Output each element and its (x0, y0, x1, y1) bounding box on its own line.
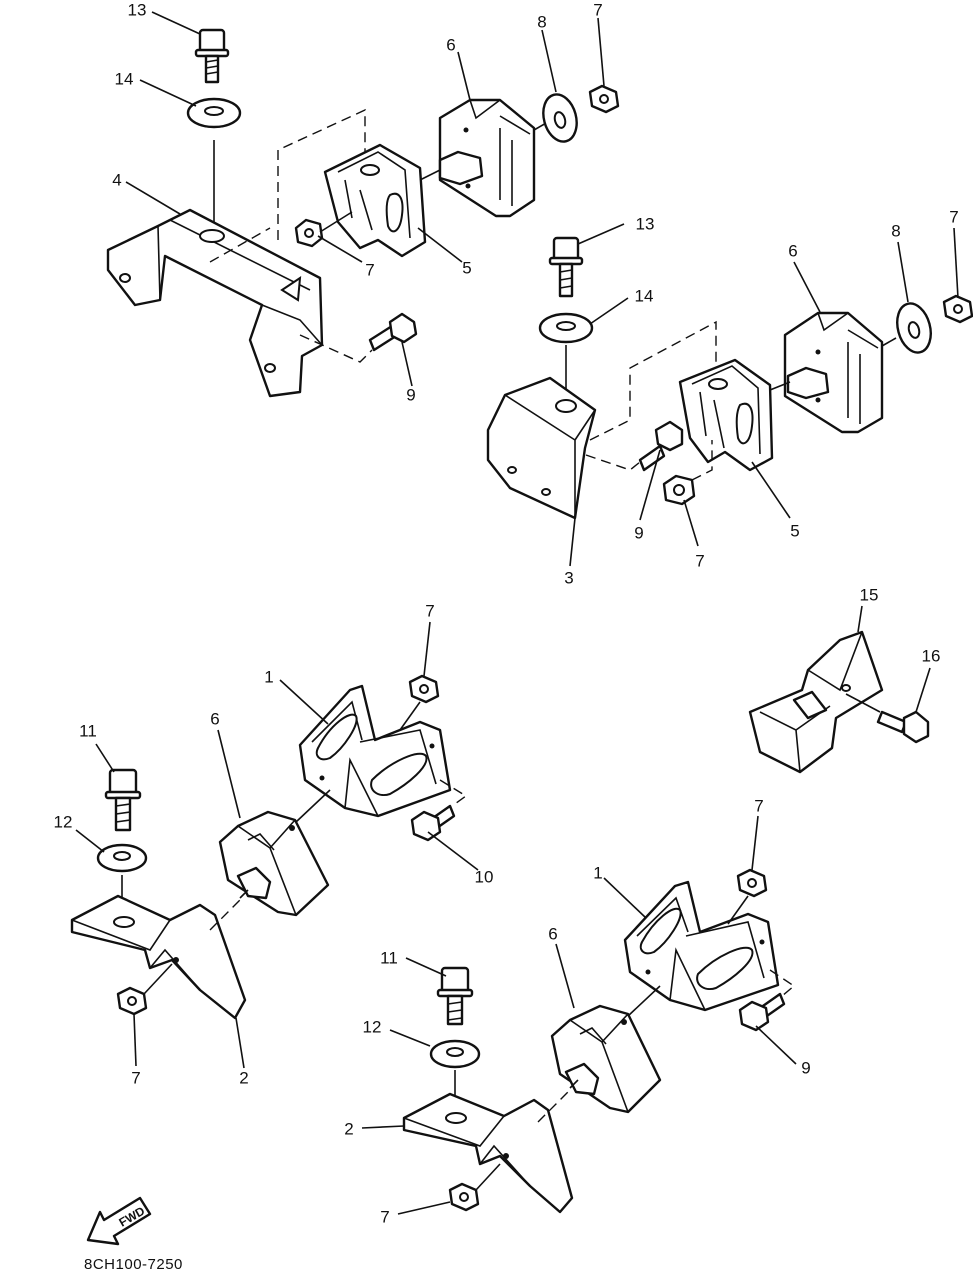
assembly-line (239, 889, 249, 899)
assembly-line (295, 789, 331, 823)
damper-holder-5-top-left (323, 143, 427, 258)
callout-8: 8 (537, 12, 547, 32)
callout-9: 9 (801, 1058, 811, 1078)
callout-9: 9 (634, 523, 644, 543)
assembly-line (419, 169, 441, 181)
dashed-guide (589, 320, 717, 441)
callout-7: 7 (754, 796, 764, 816)
nut-7-top-right-outer (942, 294, 973, 324)
callout-3: 3 (564, 568, 574, 588)
rubber-damper-6-lower-right (550, 1004, 662, 1114)
bracket-2-lower-left (70, 894, 247, 1020)
callout-7: 7 (695, 551, 705, 571)
assembly-line (143, 963, 173, 995)
dashed-guide (209, 108, 366, 263)
callout-7: 7 (425, 601, 435, 621)
nut-7-lower-right-bottom (448, 1182, 480, 1212)
callout-11: 11 (79, 721, 97, 741)
rubber-damper-6-lower-left (218, 810, 330, 917)
callout-9: 9 (406, 385, 416, 405)
bolt-11-lower-left (104, 768, 142, 832)
bracket-3 (486, 376, 597, 520)
bolt-11-lower-right (436, 966, 474, 1026)
damper-holder-1-lower-right (623, 880, 780, 1012)
bracket-2-lower-right (402, 1092, 574, 1214)
washer-12-lower-left (96, 843, 148, 873)
callout-5: 5 (462, 258, 472, 278)
nut-7-top-right-inner (662, 474, 696, 506)
bolt-13-top-left (194, 28, 230, 84)
callout-10: 10 (474, 867, 494, 887)
bolt-10 (410, 804, 456, 842)
callout-6: 6 (446, 35, 456, 55)
callout-2: 2 (239, 1068, 249, 1088)
callout-15: 15 (859, 585, 879, 605)
assembly-line (769, 381, 791, 391)
callout-7: 7 (131, 1068, 141, 1088)
callout-1: 1 (264, 667, 274, 687)
damper-holder-5-top-right (678, 358, 774, 472)
callout-12: 12 (53, 812, 73, 832)
washer-12-lower-right (429, 1039, 481, 1069)
assembly-line (881, 337, 897, 347)
assembly-line (319, 211, 353, 233)
bolt-9-top-left (368, 312, 418, 352)
fwd-arrow-icon: FWD (86, 1196, 152, 1246)
bolt-16 (876, 710, 930, 744)
damper-holder-1-lower-left (298, 684, 452, 818)
callout-7: 7 (593, 0, 603, 20)
assembly-line (399, 701, 421, 731)
callout-7: 7 (365, 260, 375, 280)
callout-4: 4 (112, 170, 122, 190)
assembly-line (845, 693, 881, 713)
nut-7-lower-left-top (408, 674, 440, 704)
washer-14-top-right (538, 312, 594, 344)
bolt-13-top-right (548, 236, 584, 298)
bracket-4 (106, 208, 324, 398)
assembly-line (627, 985, 661, 1017)
callout-12: 12 (362, 1017, 382, 1037)
dashed-guide (769, 969, 796, 997)
callout-14: 14 (114, 69, 134, 89)
callout-7: 7 (949, 207, 959, 227)
callout-6: 6 (548, 924, 558, 944)
dashed-guide (585, 454, 641, 471)
bolt-9-top-right (638, 420, 684, 472)
dashed-guide (691, 440, 713, 481)
rubber-damper-6-top-left (438, 98, 536, 218)
diagram-reference-code: 8CH100-7250 (84, 1256, 183, 1272)
callout-2: 2 (344, 1119, 354, 1139)
leader-lines (75, 11, 959, 1215)
assembly-line (727, 895, 749, 925)
callout-6: 6 (788, 241, 798, 261)
damper-assembly-15 (748, 630, 884, 774)
assembly-line (569, 1079, 579, 1089)
washer-14-top-left (186, 97, 242, 129)
callout-8: 8 (891, 221, 901, 241)
callout-1: 1 (593, 863, 603, 883)
callout-11: 11 (380, 948, 398, 968)
nut-7-top-left-inner (294, 218, 324, 248)
dashed-guide (299, 334, 373, 363)
washer-8-top-right (896, 302, 932, 354)
nut-7-lower-right-top (736, 868, 768, 898)
callout-7: 7 (380, 1207, 390, 1227)
callout-6: 6 (210, 709, 220, 729)
callout-13: 13 (127, 0, 147, 20)
callout-14: 14 (634, 286, 654, 306)
rubber-damper-6-top-right (783, 311, 884, 434)
nut-7-lower-left-bottom (116, 986, 148, 1016)
bolt-9-lower-right (738, 992, 786, 1032)
washer-8-top-left (542, 93, 578, 143)
callout-5: 5 (790, 521, 800, 541)
dashed-guide (537, 1089, 571, 1123)
dashed-guide (439, 779, 468, 807)
callout-13: 13 (635, 214, 655, 234)
nut-7-top-left-outer (588, 84, 620, 114)
callout-16: 16 (921, 646, 941, 666)
assembly-line (475, 1163, 501, 1191)
dashed-guide (209, 899, 241, 931)
